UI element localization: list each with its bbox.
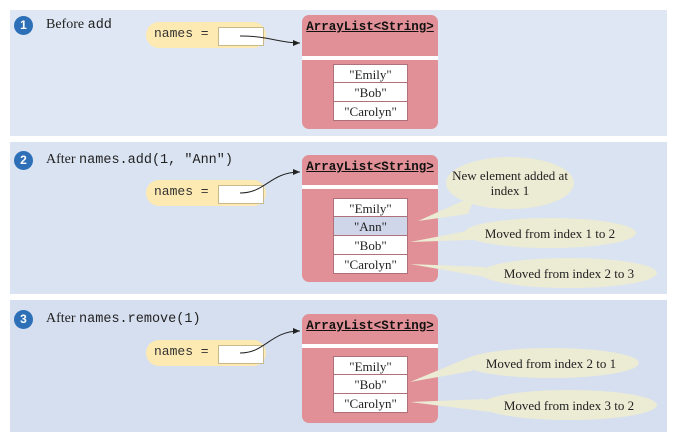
step-number-3: 3 (14, 310, 33, 329)
step-label-1: Before add (46, 17, 112, 33)
step-label-code: names.add(1, "Ann") (79, 153, 233, 168)
list-element: "Carolyn" (333, 255, 408, 274)
object-type-title: ArrayList<String> (306, 160, 434, 174)
list-element-new: "Ann" (333, 217, 408, 236)
list-element: "Bob" (333, 375, 408, 394)
list-element: "Carolyn" (333, 102, 408, 121)
callout-tail (410, 399, 490, 412)
object-divider (302, 56, 438, 60)
callout-moved-2-3: Moved from index 2 to 3 (481, 258, 657, 288)
callout-tail (410, 357, 472, 382)
arraylist-object: ArrayList<String> "Emily" "Bob" "Carolyn… (302, 314, 438, 423)
object-divider (302, 185, 438, 189)
variable-name: names = (154, 26, 209, 41)
variable-names-box: names = (146, 22, 266, 48)
arraylist-object: ArrayList<String> "Emily" "Ann" "Bob" "C… (302, 155, 438, 282)
list-element: "Emily" (333, 64, 408, 83)
step-number-1: 1 (14, 16, 33, 35)
step-label-text: After (46, 152, 80, 167)
variable-name: names = (154, 344, 209, 359)
callout-new-element: New element added at index 1 (446, 157, 574, 209)
step-number-2: 2 (14, 151, 33, 170)
list-element: "Bob" (333, 236, 408, 255)
reference-arrow (239, 169, 301, 194)
object-type-title: ArrayList<String> (306, 319, 434, 333)
element-list: "Emily" "Bob" "Carolyn" (333, 64, 408, 121)
reference-arrow (239, 328, 301, 354)
list-element: "Bob" (333, 83, 408, 102)
object-type-title: ArrayList<String> (306, 20, 434, 34)
callout-moved-1-2: Moved from index 1 to 2 (464, 218, 636, 248)
reference-arrow (239, 35, 301, 46)
reference-slot (218, 345, 264, 364)
step-label-2: After names.add(1, "Ann") (46, 152, 233, 168)
list-element: "Emily" (333, 198, 408, 217)
callout-tail (410, 230, 472, 242)
element-list: "Emily" "Bob" "Carolyn" (333, 356, 408, 413)
callout-moved-2-1: Moved from index 2 to 1 (463, 348, 639, 378)
object-divider (302, 344, 438, 348)
variable-name: names = (154, 184, 209, 199)
callout-tail (418, 195, 476, 221)
step-label-text: After (46, 311, 80, 326)
arraylist-object: ArrayList<String> "Emily" "Bob" "Carolyn… (302, 15, 438, 129)
element-list: "Emily" "Ann" "Bob" "Carolyn" (333, 198, 408, 274)
step-label-code: add (87, 18, 112, 33)
callout-tail (410, 264, 490, 278)
step-label-text: Before (46, 17, 88, 32)
step-label-code: names.remove(1) (79, 312, 201, 327)
reference-slot (218, 185, 264, 204)
list-element: "Carolyn" (333, 394, 408, 413)
callout-moved-3-2: Moved from index 3 to 2 (481, 390, 657, 420)
list-element: "Emily" (333, 356, 408, 375)
step-label-3: After names.remove(1) (46, 311, 201, 327)
